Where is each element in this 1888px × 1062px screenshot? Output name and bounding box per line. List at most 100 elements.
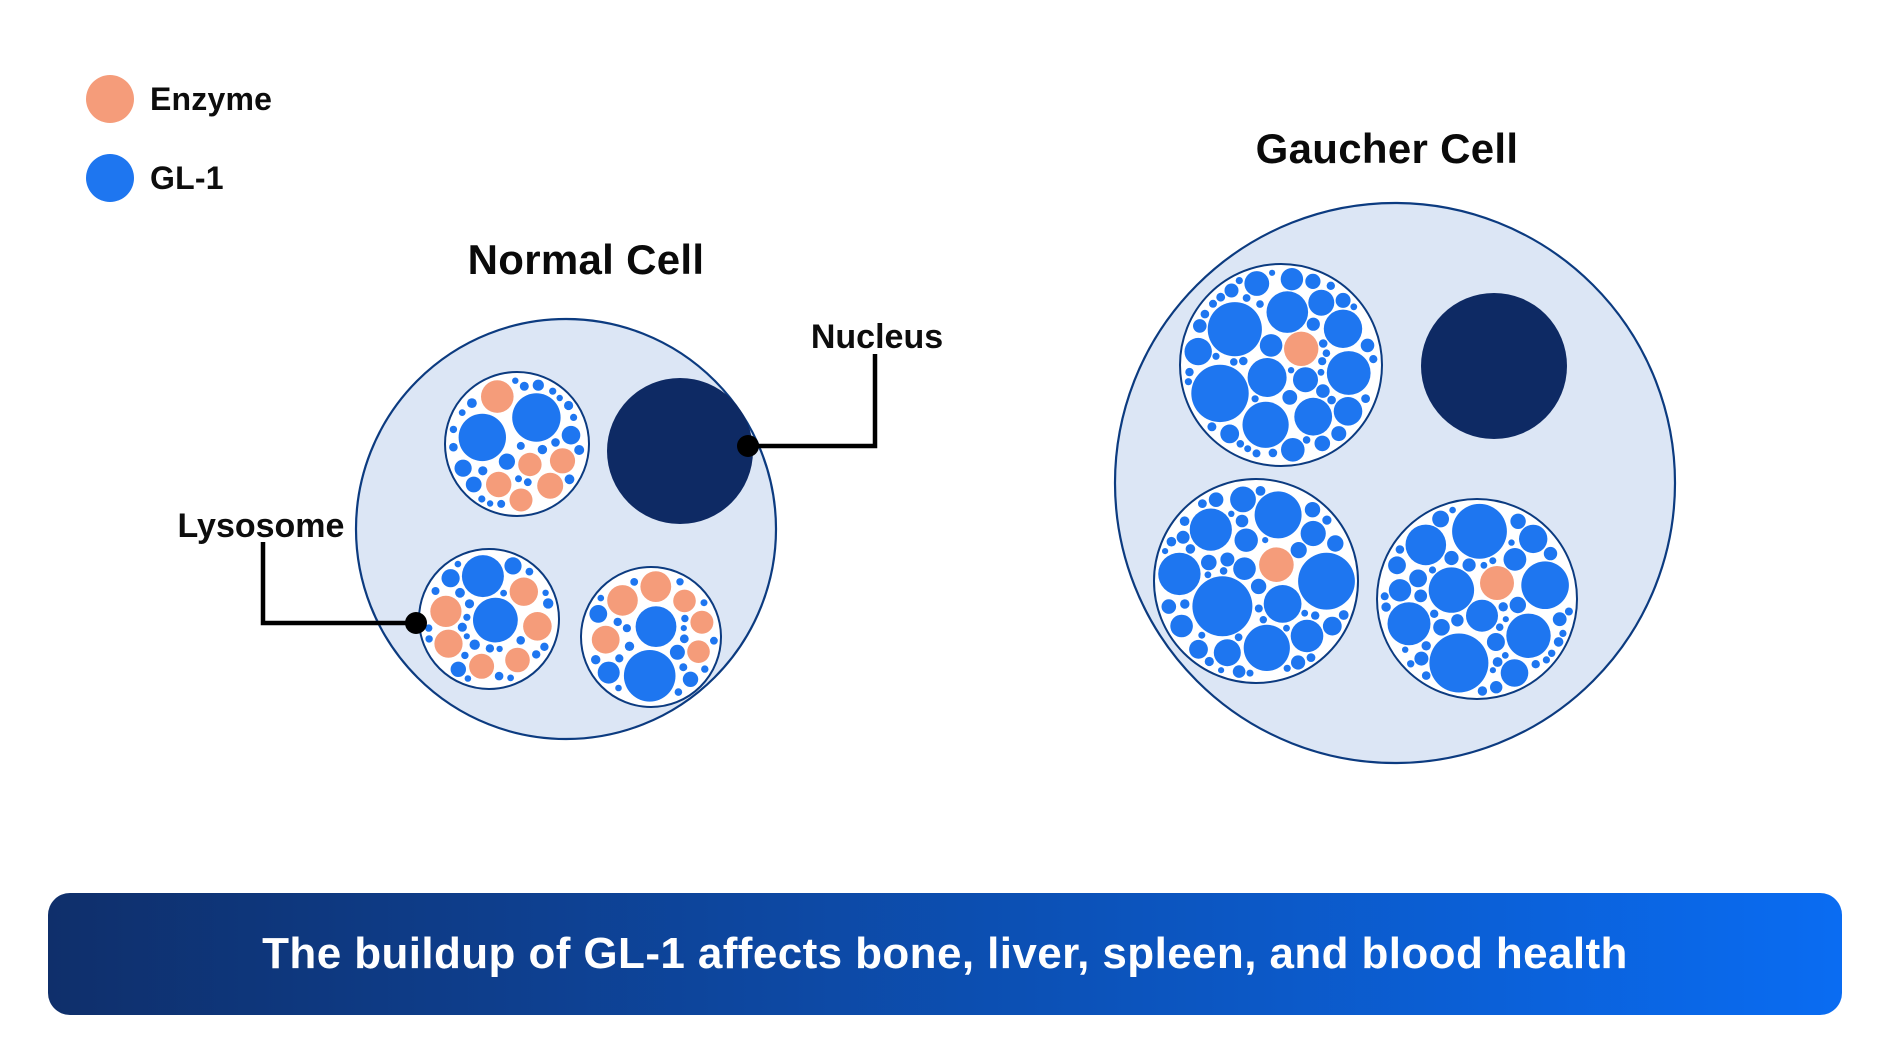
gl1-particle xyxy=(1244,445,1252,453)
legend-label-gl1: GL-1 xyxy=(150,159,224,196)
gl1-particle xyxy=(449,425,458,434)
gl1-particle xyxy=(1500,659,1529,687)
gl1-particle xyxy=(1242,294,1251,302)
gl1-particle xyxy=(613,617,622,627)
lysosome xyxy=(1376,498,1578,700)
gl1-particle xyxy=(1220,552,1235,567)
enzyme-particle xyxy=(673,589,696,613)
gl1-particle xyxy=(461,651,469,660)
gl1-particle xyxy=(496,645,503,653)
gl1-particle xyxy=(1331,426,1347,442)
gl1-particle xyxy=(1180,599,1190,609)
gl1-particle xyxy=(1298,552,1355,610)
gl1-particle xyxy=(1449,506,1456,514)
gl1-particle xyxy=(464,599,475,609)
gl1-particle xyxy=(1326,281,1336,290)
enzyme-particle xyxy=(1480,566,1514,600)
gl1-particle xyxy=(450,661,466,677)
gl1-particle xyxy=(1498,602,1508,612)
nucleus xyxy=(1421,293,1567,439)
gl1-particle xyxy=(1252,449,1261,458)
gl1-particle xyxy=(441,569,460,588)
gl1-particle xyxy=(1266,291,1309,333)
gl1-particle xyxy=(457,622,467,632)
gl1-particle xyxy=(463,633,470,640)
enzyme-particle xyxy=(509,488,533,512)
gl1-particle xyxy=(449,442,458,452)
gl1-particle xyxy=(1327,535,1344,552)
gl1-particle xyxy=(1543,546,1558,561)
gl1-particle xyxy=(1317,368,1325,376)
enzyme-particle xyxy=(591,625,620,654)
gl1-particle xyxy=(570,413,578,421)
gl1-particle xyxy=(500,589,507,597)
gl1-particle xyxy=(1316,384,1330,398)
gl1-particle xyxy=(597,594,605,602)
gl1-particle xyxy=(1387,602,1431,646)
gl1-particle xyxy=(1564,607,1573,616)
gl1-particle xyxy=(1235,277,1243,285)
gl1-particle xyxy=(1281,438,1305,462)
gl1-particle xyxy=(1388,556,1406,575)
gl1-particle xyxy=(1489,667,1496,674)
gl1-particle xyxy=(1216,292,1226,302)
gl1-particle xyxy=(1335,292,1351,308)
enzyme-particle xyxy=(687,640,710,663)
gl1-particle xyxy=(551,438,560,447)
gl1-particle xyxy=(1333,397,1363,426)
gl1-particle xyxy=(1220,424,1240,444)
enzyme-particle xyxy=(434,629,463,658)
gl1-particle xyxy=(1198,499,1207,508)
gl1-particle xyxy=(1184,378,1192,386)
gl1-particle xyxy=(701,665,709,673)
gl1-particle xyxy=(1433,619,1450,636)
gl1-particle xyxy=(624,641,635,651)
gl1-particle xyxy=(1409,569,1427,588)
gl1-particle xyxy=(1280,268,1304,291)
gl1-particle xyxy=(512,393,561,442)
gl1-particle xyxy=(494,671,504,681)
gl1-particle xyxy=(1235,514,1249,528)
gl1-particle xyxy=(556,394,563,402)
gl1-particle xyxy=(1204,656,1214,667)
gl1-particle xyxy=(700,599,708,607)
gl1-particle xyxy=(1287,367,1295,374)
gl1-particle xyxy=(1322,616,1342,636)
gl1-particle xyxy=(504,557,522,575)
gl1-particle xyxy=(454,560,462,568)
enzyme-particle xyxy=(523,612,552,641)
gl1-particle xyxy=(635,606,677,647)
gl1-particle xyxy=(1256,300,1264,308)
gl1-particle xyxy=(1429,633,1489,693)
gl1-particle xyxy=(1318,339,1328,348)
gl1-particle xyxy=(1198,631,1206,639)
enzyme-particle xyxy=(430,595,462,628)
gl1-particle xyxy=(1490,681,1503,694)
gl1-particle xyxy=(1242,401,1289,448)
gl1-particle xyxy=(1236,440,1245,448)
gl1-particle xyxy=(1161,599,1177,614)
gl1-particle xyxy=(1230,358,1238,366)
gl1-particle xyxy=(1246,669,1254,677)
gl1-particle xyxy=(1228,510,1235,517)
gl1-swatch-icon xyxy=(86,154,134,202)
gl1-particle xyxy=(1489,557,1497,565)
gl1-particle xyxy=(1430,609,1439,618)
gl1-particle xyxy=(1509,596,1527,614)
gl1-particle xyxy=(1283,664,1291,672)
lysosome-connector xyxy=(260,542,427,634)
gl1-particle xyxy=(1304,502,1321,518)
gl1-particle xyxy=(1311,611,1320,620)
gl1-particle xyxy=(1508,539,1515,546)
gl1-particle xyxy=(1255,486,1266,496)
gl1-particle xyxy=(1224,283,1239,298)
legend-item-gl1: GL-1 xyxy=(86,154,272,202)
gl1-particle xyxy=(630,578,639,586)
gl1-particle xyxy=(1308,289,1335,316)
gl1-particle xyxy=(1421,641,1431,651)
gaucher-cell xyxy=(1113,201,1677,765)
enzyme-particle xyxy=(690,610,714,634)
gl1-particle xyxy=(679,663,688,672)
gl1-particle xyxy=(1207,422,1217,432)
